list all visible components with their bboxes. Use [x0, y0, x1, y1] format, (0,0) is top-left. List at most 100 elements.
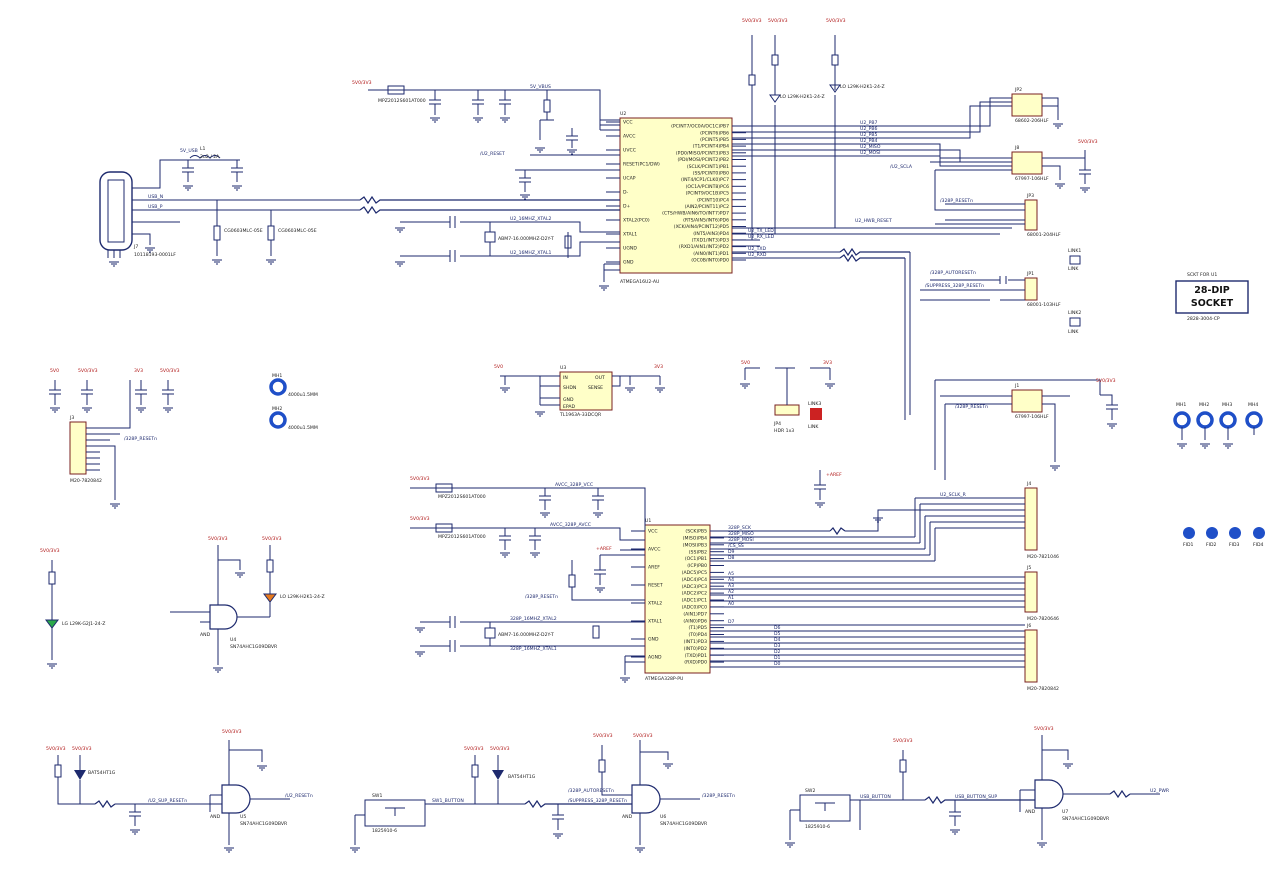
svg-text:/U2_RESET: /U2_RESET — [480, 151, 505, 157]
ground-symbol — [535, 411, 545, 417]
svg-text:L1: L1 — [200, 146, 206, 152]
svg-text:10118193-0001LF: 10118193-0001LF — [134, 252, 176, 258]
svg-text:U2_RXD: U2_RXD — [748, 252, 767, 258]
u2-right-pin-label: (CTS/HWB/AIN6/TO/INT7)PD7 — [662, 211, 729, 217]
ground-symbol — [473, 117, 483, 123]
svg-text:J1: J1 — [1014, 383, 1019, 389]
u1-right-pin-label: (ICP)PB0 — [687, 563, 707, 569]
ground-symbol — [213, 667, 223, 673]
svg-text:M20-7820842: M20-7820842 — [1027, 686, 1059, 692]
svg-text:/328P_RESETn: /328P_RESETn — [702, 793, 735, 799]
u2-left-pin-label: AVCC — [623, 134, 635, 140]
svg-text:3V3: 3V3 — [654, 364, 663, 370]
u1-right-pin-label: (SS)PB2 — [689, 549, 707, 555]
u2-right-pin-label: (PDI/MOSI/PCINT2)PB2 — [677, 157, 729, 163]
u1-right-pin-label: (ADC2)PC2 — [682, 591, 707, 597]
svg-text:5V0/3V3: 5V0/3V3 — [490, 746, 510, 752]
u1-right-pin-label: (AIN0)PD6 — [683, 618, 707, 624]
socket-title-2: SOCKET — [1191, 298, 1234, 309]
svg-text:5V_USB: 5V_USB — [180, 148, 198, 154]
svg-text:/328P_AUTORESETn: /328P_AUTORESETn — [568, 788, 614, 794]
svg-text:U5: U5 — [240, 814, 246, 820]
svg-text:328P_16MHZ_XTAL1: 328P_16MHZ_XTAL1 — [510, 646, 557, 652]
svg-text:BAT54HT1G: BAT54HT1G — [88, 770, 116, 776]
svg-text:68001-204HLF: 68001-204HLF — [1027, 232, 1061, 238]
svg-text:U2_TXD: U2_TXD — [748, 246, 767, 252]
svg-text:5V0/3V3: 5V0/3V3 — [40, 548, 60, 554]
svg-text:LO L29K-H2K1-24-Z: LO L29K-H2K1-24-Z — [780, 94, 825, 100]
svg-text:5V0/3V3: 5V0/3V3 — [742, 18, 762, 24]
svg-text:J6: J6 — [1026, 623, 1031, 629]
u1-power: MPZ2012S601AT000 MPZ2012S601AT000 5V0/3V… — [410, 476, 646, 601]
u1-left-pin-label: GND — [648, 637, 659, 643]
svg-text:J7: J7 — [133, 244, 138, 250]
svg-text:A5: A5 — [728, 571, 734, 577]
u2-right-pin-label: (OC0B/INT0)PD0 — [691, 258, 729, 264]
u1-right-pin-label: (AIN1)PD7 — [683, 611, 707, 617]
u2-right-pin-label: (XCK/AIN4/PCINT12)PD5 — [674, 224, 729, 230]
svg-text:U3: U3 — [560, 365, 566, 371]
svg-text:2828-3004-CP: 2828-3004-CP — [1187, 316, 1220, 322]
svg-text:1825910-6: 1825910-6 — [372, 828, 397, 834]
ground-symbol — [655, 387, 665, 393]
svg-text:+AREF: +AREF — [826, 472, 842, 478]
svg-text:LG L29K-G2J1-24-Z: LG L29K-G2J1-24-Z — [62, 621, 105, 627]
ground-symbol — [1223, 443, 1233, 449]
svg-text:5V0/3V3: 5V0/3V3 — [768, 18, 788, 24]
svg-text:GND: GND — [563, 397, 574, 403]
svg-text:SN74AHC1G09DBVR: SN74AHC1G09DBVR — [240, 821, 288, 827]
ground-symbol — [109, 261, 119, 267]
ground-symbol — [1200, 443, 1210, 449]
svg-text:SN74AHC1G09DBVR: SN74AHC1G09DBVR — [1062, 816, 1110, 822]
ground-symbol — [212, 259, 222, 265]
svg-text:D3: D3 — [774, 643, 781, 649]
u2-left-pin-label: GND — [623, 260, 634, 266]
ground-symbol — [430, 117, 440, 123]
ground-symbol — [1053, 123, 1063, 129]
u3-regulator: U3 TL1963A-33DCQR IN SHDN GND EPAD OUT S… — [494, 364, 663, 418]
svg-text:SHDN: SHDN — [563, 385, 576, 391]
svg-text:5V0/3V3: 5V0/3V3 — [1078, 139, 1098, 145]
svg-text:5V0/3V3: 5V0/3V3 — [262, 536, 282, 542]
ground-symbol — [232, 185, 242, 191]
svg-text:A1: A1 — [728, 595, 734, 601]
jp4-jumper: JP4 HDR 1x3 5V0 3V3 — [741, 360, 832, 434]
svg-text:ABM7-16.000MHZ-D2Y-T: ABM7-16.000MHZ-D2Y-T — [498, 236, 554, 242]
mounting-holes: MH1 MH2 MH3 MH4 MH1 MH2 4000u1.5MM 4000u… — [269, 373, 1263, 440]
svg-text:5V0: 5V0 — [50, 368, 59, 374]
svg-text:LINK1: LINK1 — [1068, 248, 1081, 254]
svg-text:5V_VBUS: 5V_VBUS — [530, 84, 551, 90]
svg-text:D1: D1 — [774, 655, 781, 661]
u2-right-pins: (PCINT7/OC0A/OC1C)PB7(PCINT6)PB6(PCINT5)… — [662, 124, 746, 264]
u1-left-pin-label: RESET — [648, 583, 663, 589]
u2-right-pin-label: (INT4/ICP1/CLK0)PC7 — [681, 177, 729, 183]
svg-text:A2: A2 — [728, 589, 734, 595]
ground-symbol — [350, 847, 360, 853]
svg-text:328P_MOSI: 328P_MOSI — [728, 537, 754, 543]
svg-text:5V0/3V3: 5V0/3V3 — [352, 80, 372, 86]
svg-text:U4: U4 — [230, 637, 236, 643]
svg-text:D7: D7 — [728, 619, 735, 625]
svg-text:TL1963A-33DCQR: TL1963A-33DCQR — [559, 412, 602, 418]
svg-text:5V0/3V3: 5V0/3V3 — [46, 746, 66, 752]
svg-text:SW1_BUTTON: SW1_BUTTON — [432, 798, 464, 804]
svg-text:BAT54HT1G: BAT54HT1G — [508, 774, 536, 780]
ground-symbol — [395, 227, 405, 233]
svg-text:U2_MISO: U2_MISO — [860, 144, 881, 150]
ground-symbol — [110, 503, 120, 509]
svg-text:68001-103HLF: 68001-103HLF — [1027, 302, 1061, 308]
svg-text:LINK: LINK — [1068, 329, 1079, 335]
ground-symbol — [620, 677, 630, 683]
u1-left-pin-label: AGND — [648, 655, 662, 661]
svg-text:5V0/3V3: 5V0/3V3 — [208, 536, 228, 542]
u1-right-pin-label: (INT1)PD3 — [684, 639, 707, 645]
ground-symbol — [1080, 187, 1090, 193]
j7-usb-connector: J7 10118193-0001LF USB_N USB_P 5V_USB — [99, 148, 360, 258]
svg-text:AND: AND — [622, 814, 633, 820]
svg-text:5V0/3V3: 5V0/3V3 — [410, 476, 430, 482]
svg-text:U2_HWB_RESET: U2_HWB_RESET — [855, 218, 892, 224]
u1-left-pin-label: VCC — [648, 529, 658, 535]
svg-text:OUT: OUT — [595, 375, 605, 381]
ground-symbol — [663, 763, 673, 769]
